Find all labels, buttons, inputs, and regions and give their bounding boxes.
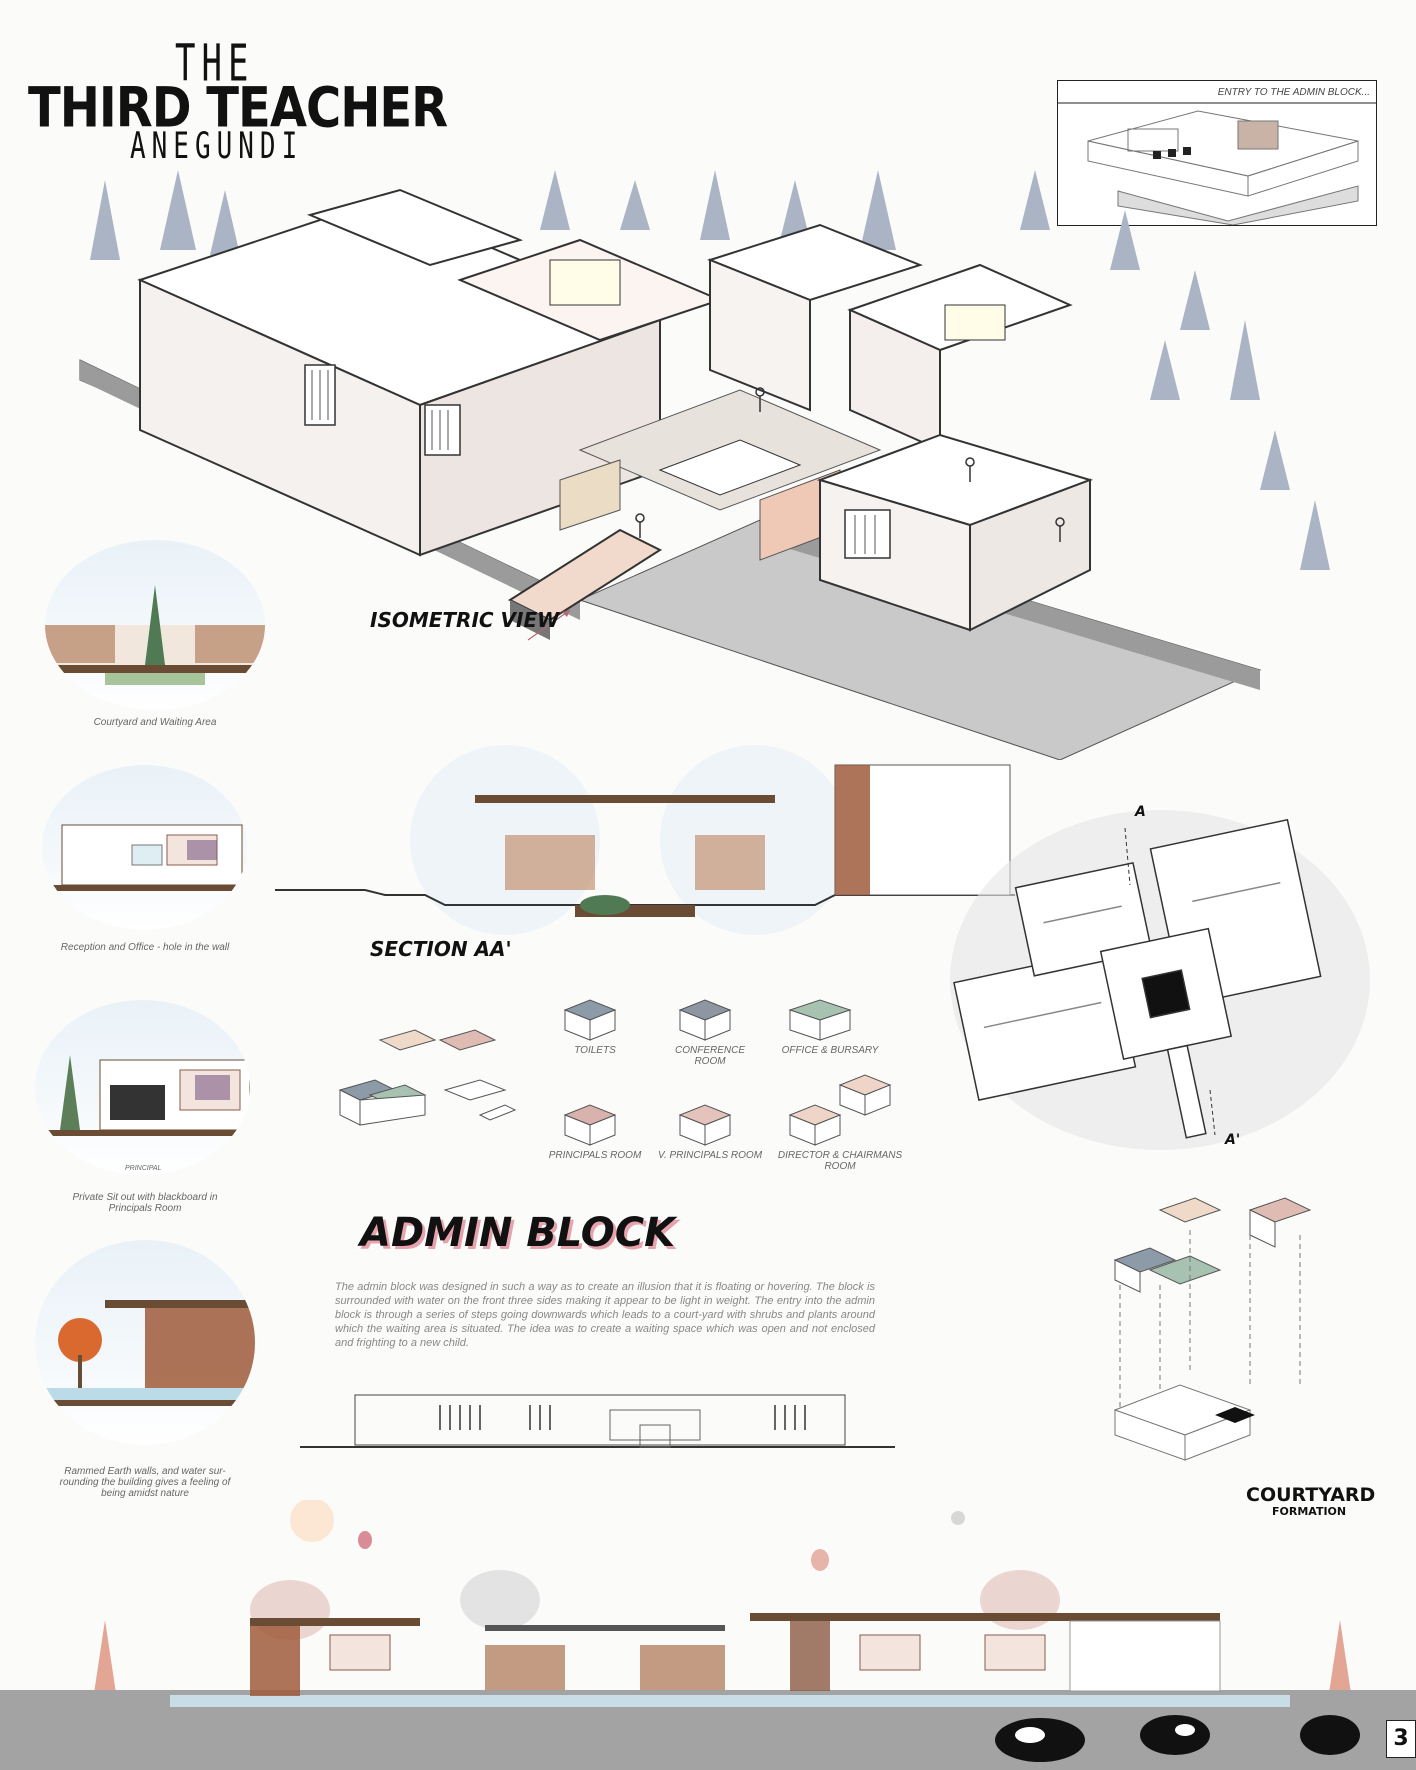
block-office-label: OFFICE & BURSARY	[781, 1045, 879, 1056]
project-title: THIRD TEACHER	[28, 76, 448, 141]
title-the: THE	[175, 34, 255, 94]
entry-inset-drawing	[1058, 102, 1376, 225]
vignette-reception	[42, 765, 247, 930]
entry-inset: ENTRY TO THE ADMIN BLOCK...	[1057, 80, 1377, 226]
bottom-section-drawing	[0, 1500, 1416, 1770]
section-aa-drawing	[275, 745, 1015, 935]
vignette-courtyard-caption: Courtyard and Waiting Area	[93, 717, 217, 728]
principal-inner-label: PRINCIPAL	[125, 1165, 162, 1172]
room-blocks-legend: TOILETS CONFERENCE ROOM OFFICE & BURSARY…	[549, 995, 925, 1195]
block-office-icon	[788, 999, 852, 1041]
page-number: 3	[1386, 1720, 1416, 1758]
admin-block-title: ADMIN BLOCK	[360, 1210, 676, 1256]
block-toilets-icon	[563, 999, 617, 1041]
courtyard-formation-drawing	[1113, 1197, 1312, 1461]
isometric-view-heading: ISOMETRIC VIEW	[370, 608, 560, 632]
entry-inset-label: ENTRY TO THE ADMIN BLOCK...	[1217, 87, 1370, 98]
block-conference-label: CONFERENCE ROOM	[674, 1045, 745, 1067]
courtyard-heading: COURTYARD	[1246, 1484, 1376, 1506]
plan-marker-a-prime: A'	[1225, 1132, 1241, 1148]
vignette-principal: PRINCIPAL	[35, 1000, 250, 1175]
isometric-view-drawing	[79, 170, 1330, 760]
courtyard-subheading: FORMATION	[1272, 1505, 1347, 1518]
vignette-reception-caption: Reception and Office - hole in the wall	[60, 942, 230, 953]
block-director-icon	[788, 1074, 892, 1146]
block-toilets-label: TOILETS	[574, 1045, 616, 1056]
block-principals-label: PRINCIPALS ROOM	[548, 1150, 642, 1161]
block-vice-principals-icon	[678, 1104, 732, 1146]
exploded-blocks-cluster	[338, 1029, 517, 1126]
block-vice-principals-label: V. PRINCIPALS ROOM	[657, 1150, 763, 1161]
vignette-courtyard	[45, 540, 265, 710]
block-director-label: DIRECTOR & CHAIRMANS ROOM	[777, 1150, 903, 1172]
floor-plan: A A'	[920, 790, 1400, 1190]
vignette-rammed-earth	[35, 1240, 255, 1445]
admin-block-description: The admin block was designed in such a w…	[335, 1281, 875, 1349]
floor-plan-drawing	[950, 810, 1370, 1150]
section-aa-heading: SECTION AA'	[370, 937, 512, 961]
vignette-rammed-earth-caption: Rammed Earth walls, and water sur-roundi…	[59, 1466, 231, 1499]
plan-marker-a: A	[1135, 804, 1146, 820]
block-conference-icon	[678, 999, 732, 1041]
block-principals-icon	[563, 1104, 617, 1146]
project-location: ANEGUNDI	[130, 126, 304, 168]
elevation-drawing	[300, 1394, 895, 1448]
vignette-principal-caption: Private Sit out with blackboard in Princ…	[72, 1192, 218, 1214]
